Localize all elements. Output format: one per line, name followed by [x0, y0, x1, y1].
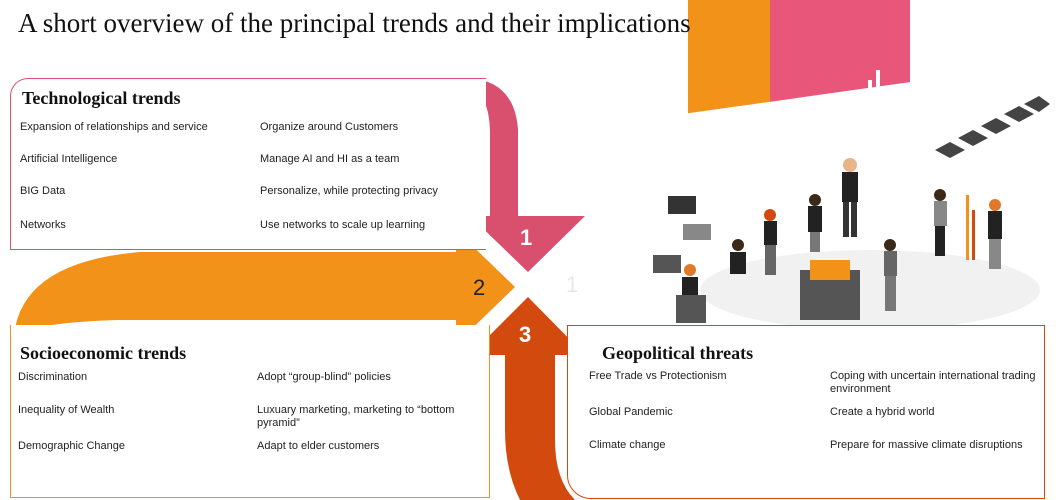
tech-implication: Organize around Customers	[260, 121, 399, 133]
socio-header: Socioeconomic trends	[20, 343, 187, 363]
geo-trend: Climate change	[589, 439, 666, 451]
tech-header: Technological trends	[22, 88, 181, 108]
socio-box	[10, 325, 490, 498]
tech-implication: Use networks to scale up learning	[260, 219, 426, 231]
geo-trend: Free Trade vs Protectionism	[589, 370, 727, 382]
people-illustration	[653, 0, 1050, 330]
number-two: 2	[473, 275, 486, 300]
tech-trend: Networks	[20, 219, 66, 231]
socio-trend: Demographic Change	[18, 440, 126, 452]
tech-trend: Artificial Intelligence	[20, 153, 118, 165]
socio-implication: Adopt “group-blind” policies	[257, 371, 391, 383]
geo-implication: Coping with uncertain international trad…	[830, 370, 1036, 395]
socio-implication: Luxuary marketing, marketing to “bottom …	[257, 404, 455, 429]
tech-implication: Personalize, while protecting privacy	[260, 185, 438, 197]
tech-arrow	[470, 78, 585, 272]
tech-trend: Expansion of relationships and service	[20, 121, 208, 133]
tech-implication: Manage AI and HI as a team	[260, 153, 400, 165]
socio-arrow	[14, 230, 515, 344]
geo-implication: Prepare for massive climate disruptions	[830, 439, 1023, 451]
number-four-faded: 1	[566, 272, 579, 297]
socio-trend: Discrimination	[18, 371, 88, 383]
tech-box	[10, 78, 486, 250]
geo-arrow	[470, 297, 585, 500]
geo-trend: Global Pandemic	[589, 406, 673, 418]
tech-trend: BIG Data	[20, 185, 66, 197]
number-three: 3	[519, 322, 532, 347]
socio-trend: Inequality of Wealth	[18, 404, 115, 416]
geo-header: Geopolitical threats	[602, 343, 754, 363]
geo-implication: Create a hybrid world	[830, 406, 935, 418]
socio-implication: Adapt to elder customers	[257, 440, 380, 452]
geo-box	[567, 325, 1045, 499]
number-one: 1	[520, 225, 533, 250]
page-title: A short overview of the principal trends…	[18, 8, 691, 38]
